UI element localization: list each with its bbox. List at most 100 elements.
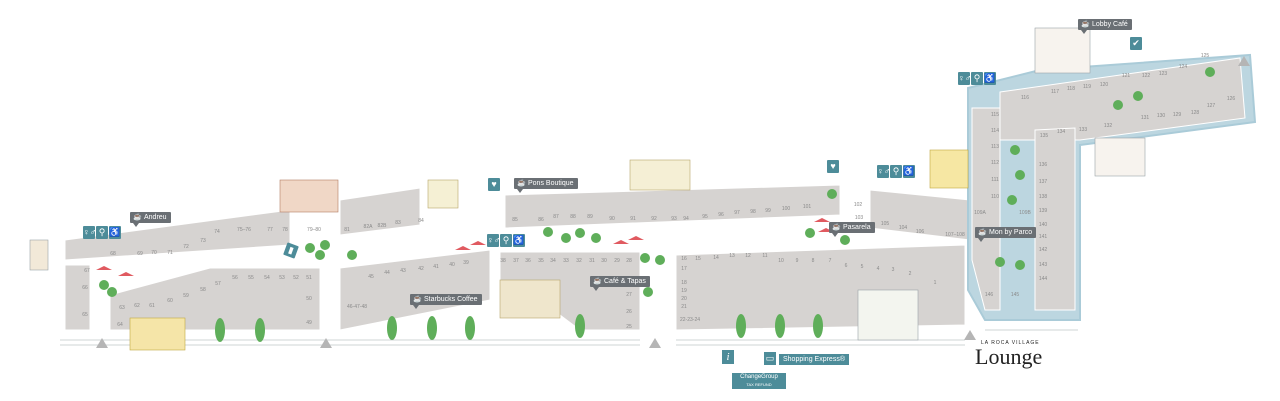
unit-125[interactable]: 125 <box>1201 53 1210 59</box>
arrow-icon[interactable] <box>320 338 332 348</box>
unit-16[interactable]: 16 <box>681 256 687 262</box>
unit-70[interactable]: 70 <box>151 250 157 256</box>
unit-138[interactable]: 138 <box>1039 194 1048 200</box>
unit-72[interactable]: 72 <box>183 244 189 250</box>
unit-26[interactable]: 26 <box>626 309 632 315</box>
pin-andreu[interactable]: Andreu <box>130 212 171 227</box>
pin-lobby-cafe[interactable]: Lobby Café <box>1078 19 1132 34</box>
unit-115[interactable]: 115 <box>991 112 999 118</box>
unit-139[interactable]: 139 <box>1039 208 1048 214</box>
unit-109b[interactable]: 109B <box>1019 210 1031 216</box>
unit-109a[interactable]: 109A <box>974 210 986 216</box>
toilets-icon[interactable]: ♀♂ <box>958 72 972 85</box>
unit-105[interactable]: 105 <box>881 221 890 227</box>
unit-74[interactable]: 74 <box>214 229 220 235</box>
unit-103[interactable]: 103 <box>855 215 864 221</box>
unit-27[interactable]: 27 <box>626 292 632 298</box>
unit-100[interactable]: 100 <box>782 206 791 212</box>
unit-68[interactable]: 68 <box>110 251 116 257</box>
unit-78[interactable]: 78 <box>282 227 288 233</box>
unit-126[interactable]: 126 <box>1227 96 1236 102</box>
accessible-icon[interactable]: ♿ <box>903 165 915 178</box>
unit-101[interactable]: 101 <box>803 204 812 210</box>
unit-49[interactable]: 49 <box>306 320 312 326</box>
unit-137[interactable]: 137 <box>1039 179 1048 185</box>
unit-43[interactable]: 43 <box>400 268 406 274</box>
unit-14[interactable]: 14 <box>713 255 719 261</box>
unit-71[interactable]: 71 <box>167 250 173 256</box>
arrow-icon[interactable] <box>96 338 108 348</box>
unit-57[interactable]: 57 <box>215 281 221 287</box>
unit-124[interactable]: 124 <box>1179 64 1188 70</box>
unit-73[interactable]: 73 <box>200 238 206 244</box>
unit-75-76[interactable]: 75–76 <box>237 227 251 233</box>
unit-112[interactable]: 112 <box>991 160 999 166</box>
unit-114[interactable]: 114 <box>991 128 999 134</box>
baby-change-icon[interactable]: ⚲ <box>96 226 108 239</box>
unit-32[interactable]: 32 <box>576 258 582 264</box>
unit-85[interactable]: 85 <box>512 217 518 223</box>
unit-19[interactable]: 19 <box>681 288 687 294</box>
unit-86[interactable]: 86 <box>538 217 544 223</box>
unit-6[interactable]: 6 <box>845 263 848 269</box>
unit-89[interactable]: 89 <box>587 214 593 220</box>
unit-140[interactable]: 140 <box>1039 222 1048 228</box>
unit-143[interactable]: 143 <box>1039 262 1048 268</box>
baby-change-icon[interactable]: ⚲ <box>500 234 512 247</box>
unit-102[interactable]: 102 <box>854 202 863 208</box>
unit-94[interactable]: 94 <box>683 216 689 222</box>
unit-18[interactable]: 18 <box>681 280 687 286</box>
unit-62[interactable]: 62 <box>134 303 140 309</box>
unit-121[interactable]: 121 <box>1122 73 1131 79</box>
baby-change-icon[interactable]: ⚲ <box>971 72 983 85</box>
unit-10[interactable]: 10 <box>778 258 784 264</box>
unit-133[interactable]: 133 <box>1079 127 1088 133</box>
shopping-express-label[interactable]: Shopping Express® <box>779 354 849 365</box>
unit-22-23-24[interactable]: 22-23-24 <box>680 317 700 323</box>
unit-129[interactable]: 129 <box>1173 112 1182 118</box>
unit-67[interactable]: 67 <box>84 268 90 274</box>
unit-119[interactable]: 119 <box>1083 84 1091 90</box>
unit-15[interactable]: 15 <box>695 256 701 262</box>
pin-cafe-tapas[interactable]: Café & Tapas <box>590 276 650 291</box>
unit-58[interactable]: 58 <box>200 287 206 293</box>
unit-110[interactable]: 110 <box>991 194 999 200</box>
unit-7[interactable]: 7 <box>829 258 832 264</box>
unit-21[interactable]: 21 <box>681 304 687 310</box>
unit-3[interactable]: 3 <box>892 267 895 273</box>
unit-1[interactable]: 1 <box>934 280 937 286</box>
unit-2[interactable]: 2 <box>909 271 912 277</box>
unit-30[interactable]: 30 <box>601 258 607 264</box>
unit-116[interactable]: 116 <box>1021 95 1029 101</box>
unit-46-47-48[interactable]: 46-47-48 <box>347 304 367 310</box>
unit-35[interactable]: 35 <box>538 258 544 264</box>
unit-36[interactable]: 36 <box>525 258 531 264</box>
unit-17[interactable]: 17 <box>681 266 687 272</box>
unit-120[interactable]: 120 <box>1100 82 1109 88</box>
unit-40[interactable]: 40 <box>449 262 455 268</box>
unit-39[interactable]: 39 <box>463 260 469 266</box>
unit-134[interactable]: 134 <box>1057 129 1066 135</box>
unit-136[interactable]: 136 <box>1039 162 1048 168</box>
unit-42[interactable]: 42 <box>418 266 424 272</box>
unit-63[interactable]: 63 <box>119 305 125 311</box>
unit-9[interactable]: 9 <box>796 258 799 264</box>
unit-55[interactable]: 55 <box>248 275 254 281</box>
unit-8[interactable]: 8 <box>812 258 815 264</box>
unit-87[interactable]: 87 <box>553 214 559 220</box>
unit-122[interactable]: 122 <box>1142 73 1151 79</box>
unit-64[interactable]: 64 <box>117 322 123 328</box>
arrow-icon[interactable] <box>1238 56 1250 66</box>
unit-37[interactable]: 37 <box>513 258 519 264</box>
unit-128[interactable]: 128 <box>1191 110 1200 116</box>
accessible-icon[interactable]: ♿ <box>984 72 996 85</box>
unit-59[interactable]: 59 <box>183 293 189 299</box>
bus-icon[interactable]: ▭ <box>764 352 776 365</box>
unit-141[interactable]: 141 <box>1039 234 1048 240</box>
toilets-icon[interactable]: ♀♂ <box>487 234 501 247</box>
accessible-icon[interactable]: ♿ <box>109 226 121 239</box>
unit-28[interactable]: 28 <box>626 258 632 264</box>
unit-29[interactable]: 29 <box>614 258 620 264</box>
unit-38[interactable]: 38 <box>500 258 506 264</box>
unit-96[interactable]: 96 <box>718 212 724 218</box>
